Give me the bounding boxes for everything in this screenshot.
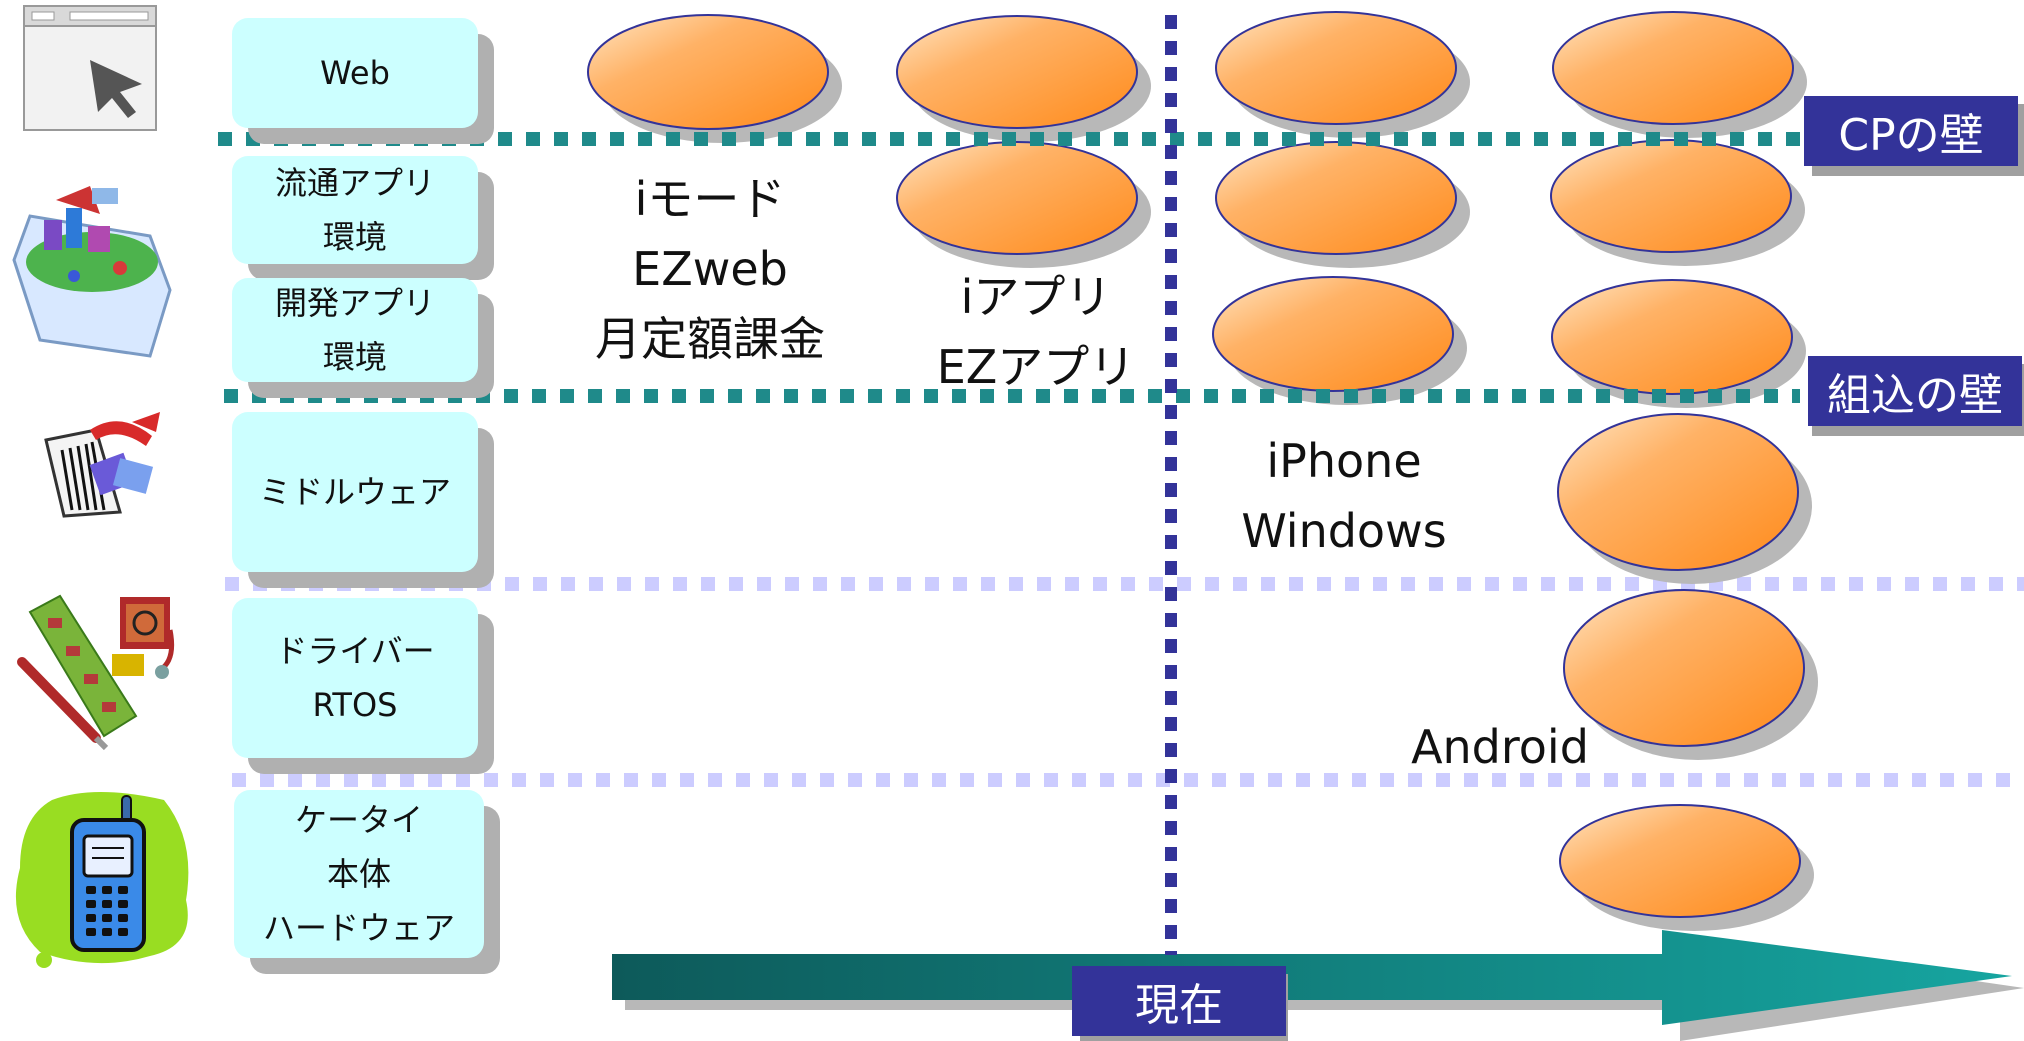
embedded-wall-tag: 組込の壁 (1808, 356, 2022, 426)
layer-label-driver-rtos: ドライバー RTOS (232, 598, 494, 774)
platform-ellipse (1215, 141, 1457, 255)
layer-label-driver-rtos-text: ドライバー RTOS (232, 598, 478, 758)
layer-label-middleware: ミドルウェア (232, 412, 494, 588)
platform-ellipse (587, 14, 829, 130)
platform-ellipse (896, 15, 1138, 129)
mobile-phone-icon (15, 792, 189, 968)
platform-ellipse (1563, 589, 1805, 747)
layer-label-handset-hardware-text: ケータイ 本体 ハードウェア (234, 790, 484, 958)
layer-label-handset-hardware: ケータイ 本体 ハードウェア (234, 790, 500, 974)
browser-window-icon (23, 5, 157, 131)
platform-ellipse (1550, 139, 1792, 253)
platform-ellipse (896, 141, 1138, 255)
platform-ellipse (1212, 276, 1454, 392)
android-platform-text: Android (1411, 720, 1589, 774)
platform-ellipse (1559, 804, 1801, 918)
timeline-arrow (612, 930, 2012, 1025)
layer-label-development-app: 開発アプリ 環境 (232, 278, 494, 398)
layer-label-web-text: Web (232, 18, 478, 128)
layer-label-distribution-app-text: 流通アプリ 環境 (232, 156, 478, 264)
platform-ellipse (1551, 279, 1793, 395)
iphone-platform-text: iPhone Windows (1241, 434, 1447, 558)
platform-ellipse (1215, 11, 1457, 125)
layer-label-development-app-text: 開発アプリ 環境 (232, 278, 478, 382)
platform-ellipses (587, 11, 1818, 931)
barcode-shopping-icon (44, 412, 160, 518)
platform-ellipse (1552, 11, 1794, 125)
layer-label-web: Web (232, 18, 494, 144)
now-tag: 現在 (1072, 966, 1286, 1036)
platform-ellipse (1557, 413, 1799, 571)
circuit-board-tools-icon (17, 594, 175, 751)
imode-platform-text: iモード EZweb 月定額課金 (595, 172, 825, 366)
mobile-app-world-icon (12, 186, 172, 358)
layer-label-middleware-text: ミドルウェア (232, 412, 478, 572)
iappli-platform-text: iアプリ EZアプリ (936, 270, 1136, 394)
cp-wall-tag: CPの壁 (1804, 96, 2018, 166)
layer-label-distribution-app: 流通アプリ 環境 (232, 156, 494, 280)
